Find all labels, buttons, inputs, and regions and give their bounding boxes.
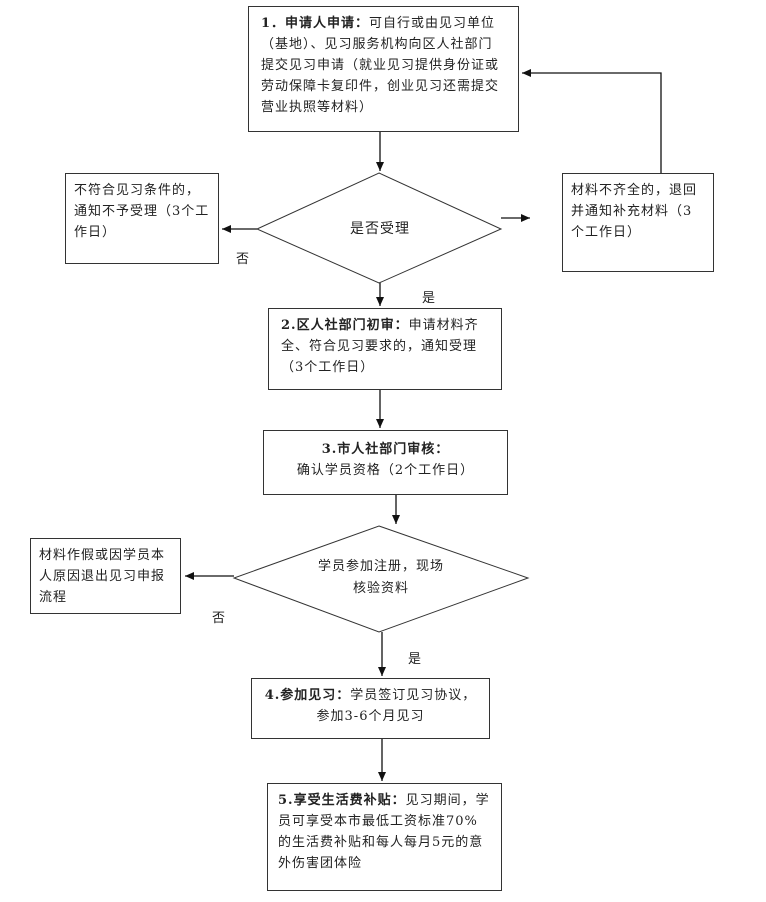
yes-label-1: 是 (422, 291, 436, 306)
reject-text: 不符合见习条件的，通知不予受理（3个工作日） (74, 183, 210, 240)
verify-decision-text: 学员参加注册，现场核验资料 (318, 559, 445, 596)
subsidy-title: 5.享受生活费补贴： (278, 793, 406, 808)
participate-title: 4.参加见习： (264, 688, 351, 703)
supplement-box: 材料不齐全的，退回并通知补充材料（3个工作日） (562, 173, 714, 272)
accept-diamond (255, 172, 503, 284)
district-review-text: 申请材料齐全、符合见习要求的，通知受理（3个工作日） (281, 318, 479, 375)
yes-label-2: 是 (408, 652, 422, 667)
district-review-title: 2.区人社部门初审： (281, 318, 409, 333)
withdraw-text: 材料作假或因学员本人原因退出见习申报流程 (39, 548, 166, 605)
city-review-title: 3.市人社部门审核： (321, 442, 450, 457)
apply-step-box: 1．申请人申请：可自行或由见习单位（基地）、见习服务机构向区人社部门提交见习申请… (248, 6, 519, 132)
supplement-text: 材料不齐全的，退回并通知补充材料（3个工作日） (571, 183, 698, 240)
verify-diamond (232, 525, 530, 633)
city-review-text: 确认学员资格（2个工作日） (296, 463, 475, 478)
participate-box: 4.参加见习：学员签订见习协议，参加3-6个月见习 (251, 678, 490, 739)
subsidy-text: 见习期间，学员可享受本市最低工资标准70%的生活费补贴和每人每月5元的意外伤害团… (278, 793, 490, 871)
city-review-box: 3.市人社部门审核： 确认学员资格（2个工作日） (263, 430, 508, 495)
apply-step-text: 可自行或由见习单位（基地）、见习服务机构向区人社部门提交见习申请（就业见习提供身… (261, 16, 500, 115)
participate-text: 学员签订见习协议，参加3-6个月见习 (316, 688, 477, 724)
apply-step-title: 1．申请人申请： (261, 16, 370, 31)
subsidy-box: 5.享受生活费补贴：见习期间，学员可享受本市最低工资标准70%的生活费补贴和每人… (267, 783, 502, 891)
accept-decision-text: 是否受理 (350, 221, 410, 237)
district-review-box: 2.区人社部门初审：申请材料齐全、符合见习要求的，通知受理（3个工作日） (268, 308, 502, 390)
withdraw-box: 材料作假或因学员本人原因退出见习申报流程 (30, 538, 181, 614)
no-label-1: 否 (236, 252, 250, 267)
no-label-2: 否 (212, 611, 226, 626)
reject-box: 不符合见习条件的，通知不予受理（3个工作日） (65, 173, 219, 264)
